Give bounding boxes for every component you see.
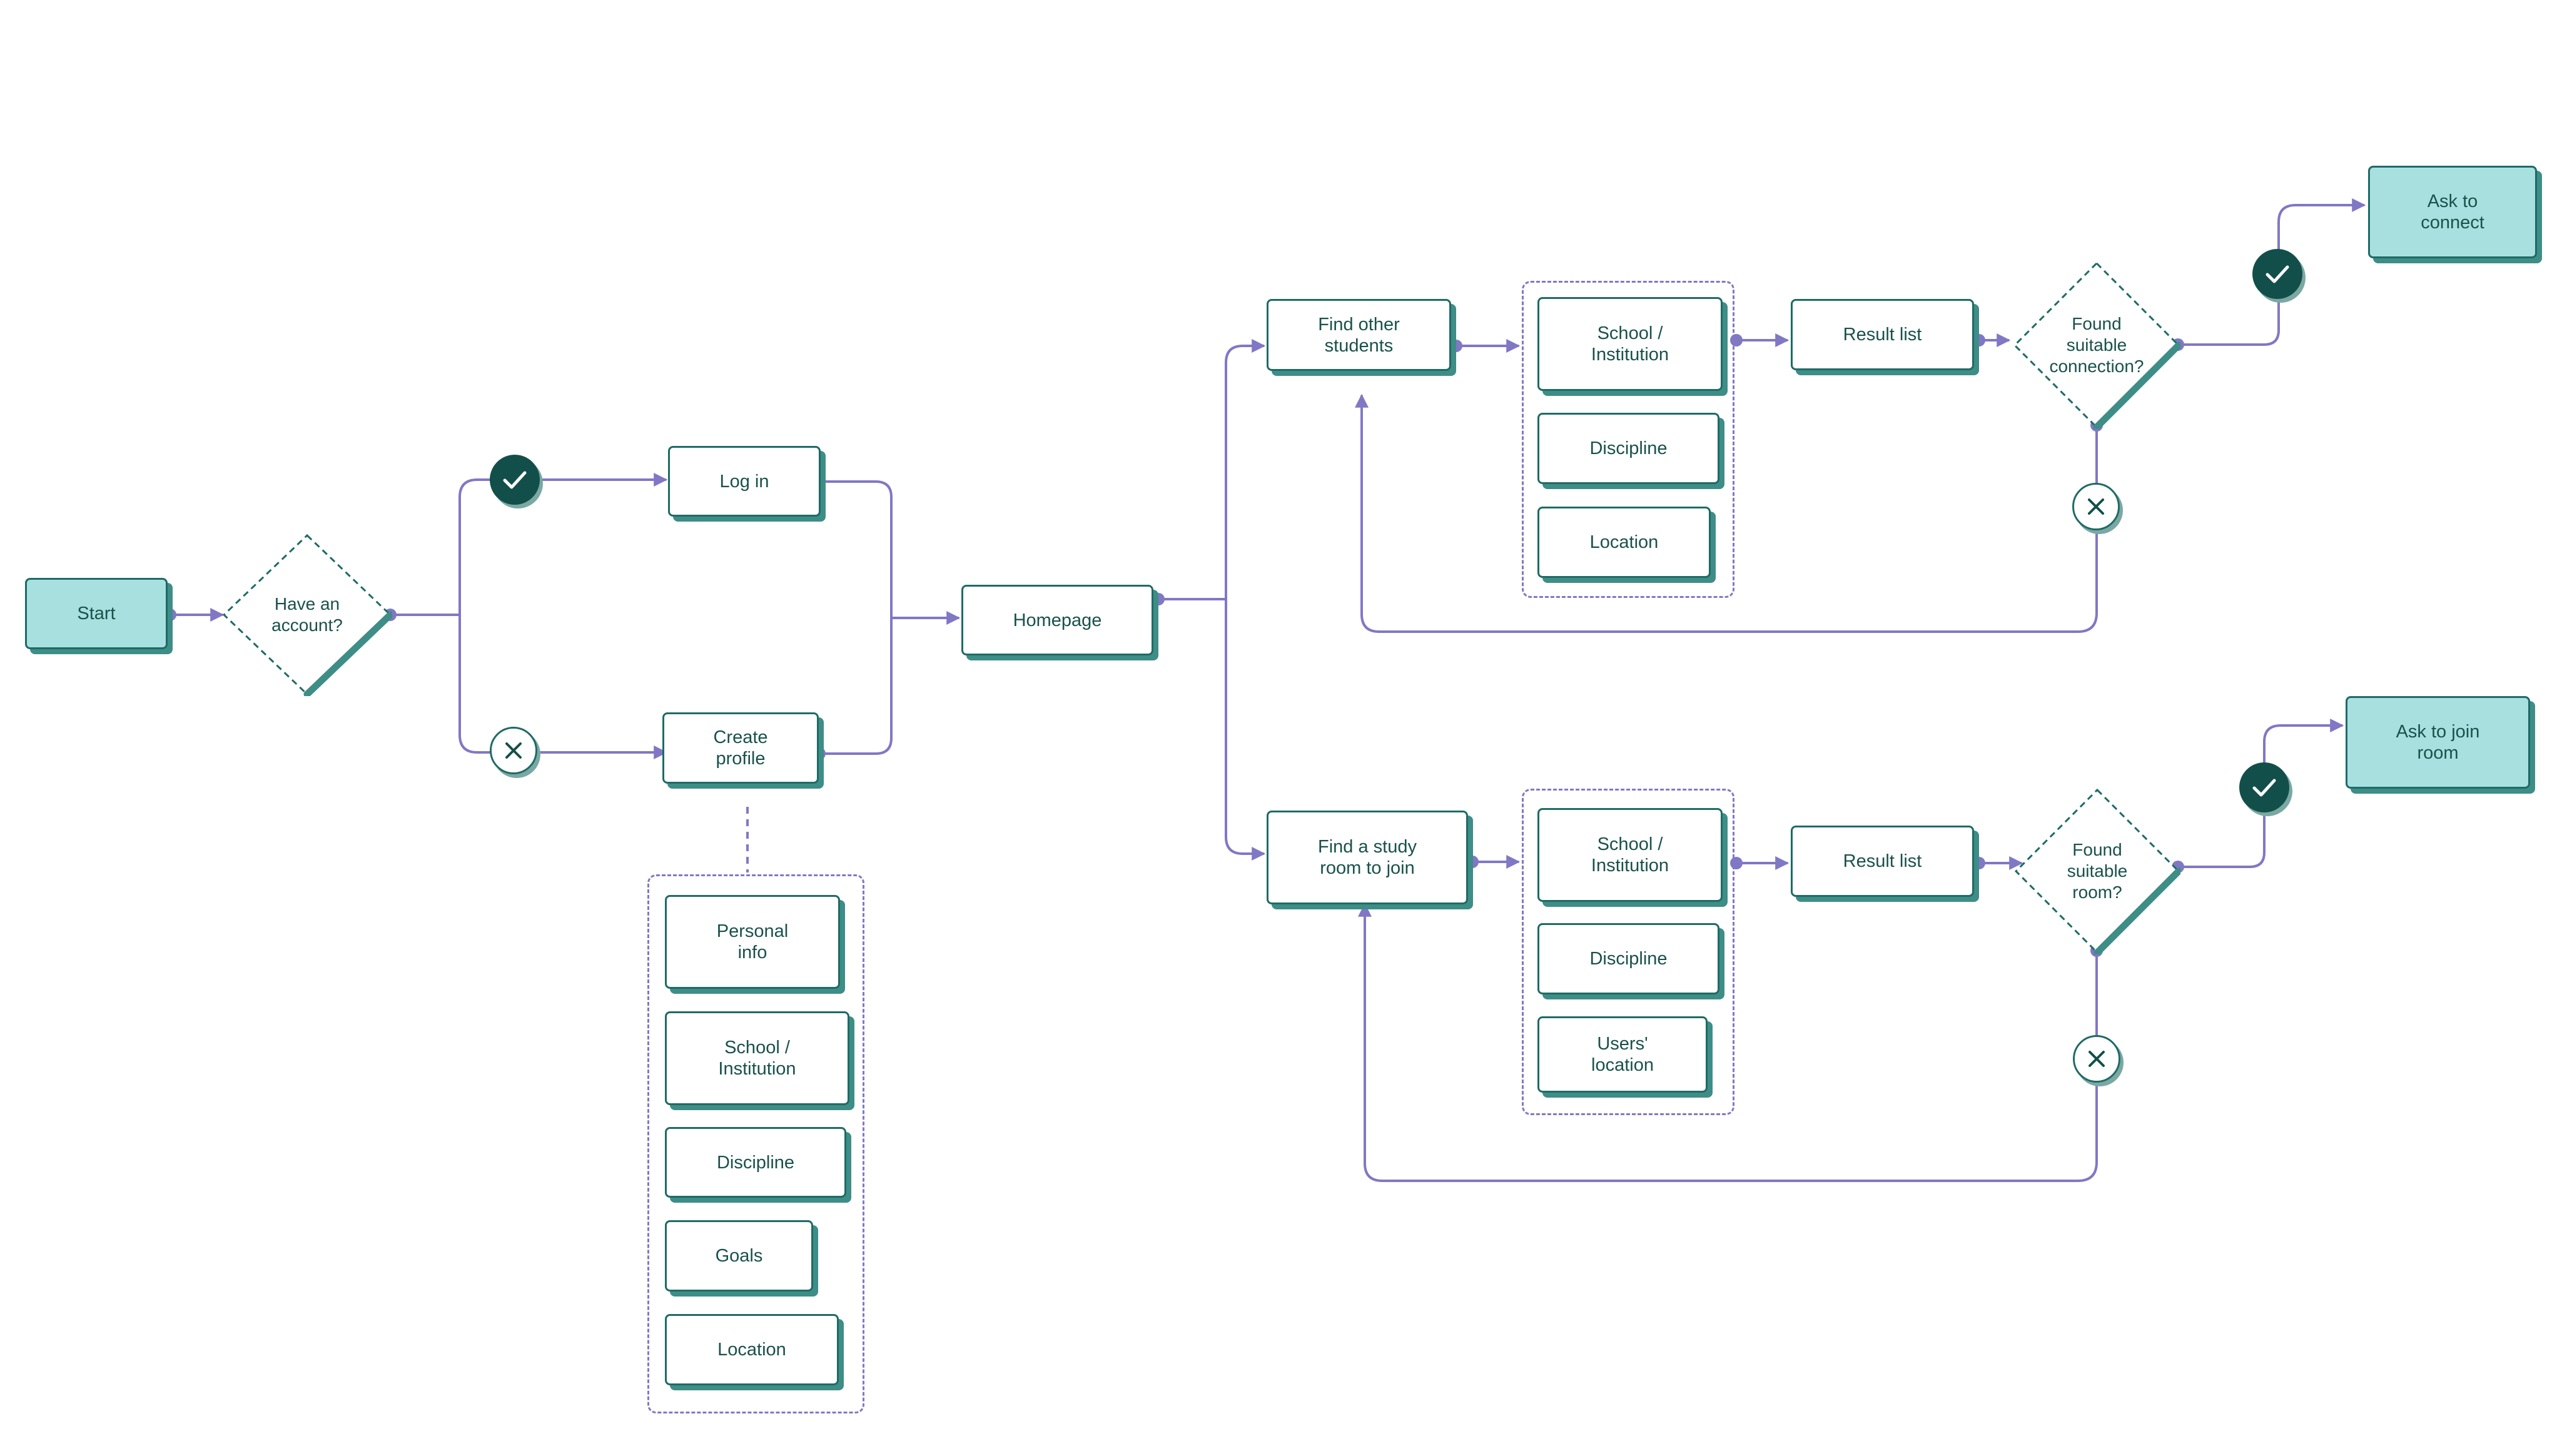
port-dot xyxy=(1466,856,1479,868)
port-dot xyxy=(1973,334,1985,346)
no-badge-room xyxy=(2073,1035,2120,1083)
yes-badge-account xyxy=(490,455,540,505)
room-filter-users-location[interactable]: Users' location xyxy=(1537,1016,1708,1093)
profile-field-discipline[interactable]: Discipline xyxy=(665,1127,846,1198)
homepage-node[interactable]: Homepage xyxy=(961,585,1153,655)
connector-split-to-room xyxy=(1225,599,1266,861)
result-list-students-node[interactable]: Result list xyxy=(1791,299,1974,370)
student-filter-location[interactable]: Location xyxy=(1537,507,1711,578)
port-dot xyxy=(1973,857,1985,869)
decision-shape xyxy=(2014,788,2182,956)
connector-no-loop-rooms xyxy=(1358,902,2098,1182)
decision-shape xyxy=(2013,261,2182,431)
connector-decision-to-yes xyxy=(390,473,668,616)
no-badge-account xyxy=(490,727,537,774)
connector-split-to-students xyxy=(1225,339,1266,599)
cross-icon xyxy=(2089,1051,2105,1067)
room-filter-school[interactable]: School / Institution xyxy=(1537,808,1723,902)
profile-fields-group xyxy=(647,874,864,1413)
profile-field-location[interactable]: Location xyxy=(665,1314,839,1385)
room-filters-group xyxy=(1522,789,1734,1115)
checkmark-icon xyxy=(2252,779,2276,797)
cross-icon xyxy=(2088,498,2104,515)
create-profile-node[interactable]: Create profile xyxy=(662,712,819,784)
found-room-label: Found suitable room? xyxy=(2067,840,2128,902)
port-dot xyxy=(1152,593,1165,605)
ask-to-join-room-node[interactable]: Ask to join room xyxy=(2346,696,2530,789)
checkmark-icon xyxy=(2266,265,2289,283)
found-connection-decision[interactable]: Found suitable connection? xyxy=(2013,261,2182,431)
have-account-decision[interactable]: Have an account? xyxy=(222,533,394,698)
have-account-label: Have an account? xyxy=(271,594,343,635)
decision-shape xyxy=(222,533,394,698)
yes-badge-connection xyxy=(2252,249,2302,299)
profile-field-personal-info[interactable]: Personal info xyxy=(665,895,840,989)
find-students-node[interactable]: Find other students xyxy=(1267,299,1451,371)
ask-to-connect-node[interactable]: Ask to connect xyxy=(2368,166,2537,258)
result-list-rooms-node[interactable]: Result list xyxy=(1791,826,1974,897)
found-connection-label: Found suitable connection? xyxy=(2049,314,2144,376)
port-dot xyxy=(1450,340,1462,352)
no-badge-connection xyxy=(2072,483,2120,530)
yes-badge-room xyxy=(2239,762,2289,812)
student-filter-discipline[interactable]: Discipline xyxy=(1537,413,1719,484)
start-node[interactable]: Start xyxy=(25,578,168,649)
connector-no-loop-students xyxy=(1355,393,2098,633)
checkmark-icon xyxy=(503,471,527,489)
cross-icon xyxy=(505,742,522,759)
found-room-decision[interactable]: Found suitable room? xyxy=(2014,788,2182,956)
student-filter-school[interactable]: School / Institution xyxy=(1537,297,1723,391)
profile-field-school[interactable]: School / Institution xyxy=(665,1011,849,1105)
profile-field-goals[interactable]: Goals xyxy=(665,1220,813,1292)
connector-login-to-homepage xyxy=(819,480,893,755)
find-study-room-node[interactable]: Find a study room to join xyxy=(1267,811,1468,904)
room-filter-discipline[interactable]: Discipline xyxy=(1537,923,1719,994)
student-filters-group xyxy=(1522,281,1734,598)
log-in-node[interactable]: Log in xyxy=(668,446,821,517)
connector-decision-to-no xyxy=(458,615,668,759)
